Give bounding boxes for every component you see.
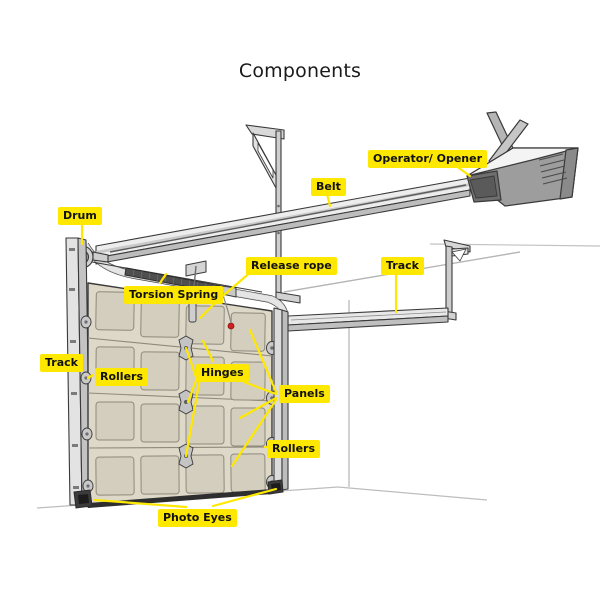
horizontal-track-right [287, 307, 449, 332]
callout-track-upper-right[interactable]: Track [381, 257, 424, 275]
callout-torsion-spring[interactable]: Torsion Spring [124, 286, 224, 304]
ceiling-bracket-right [436, 239, 471, 321]
callout-rollers-right[interactable]: Rollers [267, 440, 321, 458]
garage-door [87, 282, 273, 508]
callout-drum[interactable]: Drum [58, 207, 102, 225]
callout-rollers-left[interactable]: Rollers [95, 368, 149, 386]
opener-rail [95, 177, 471, 265]
callout-belt[interactable]: Belt [311, 178, 346, 196]
callout-track-left[interactable]: Track [40, 354, 83, 372]
callout-operator-opener[interactable]: Operator/ Opener [368, 150, 488, 168]
callout-photo-eyes[interactable]: Photo Eyes [158, 509, 237, 527]
belt-line [109, 184, 467, 253]
page-title: Components [238, 60, 362, 82]
hinges [178, 335, 194, 469]
callout-release-rope[interactable]: Release rope [246, 257, 337, 275]
callout-hinges[interactable]: Hinges [196, 364, 249, 382]
callout-panels[interactable]: Panels [279, 385, 330, 403]
door-panels [95, 291, 266, 496]
operator-opener-unit [466, 111, 579, 207]
